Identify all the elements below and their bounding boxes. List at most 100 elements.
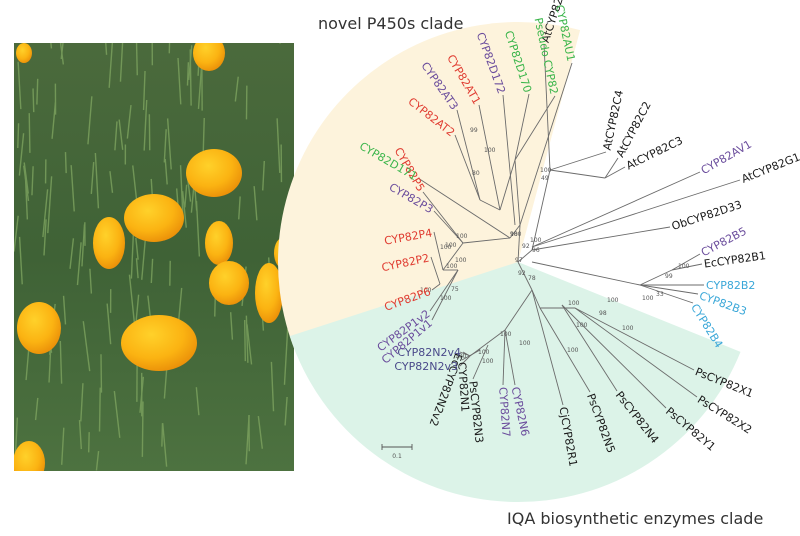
foliage-stem [17,61,22,110]
foliage-stem [143,99,148,151]
foliage-stem [253,186,258,221]
foliage-stem [283,328,289,385]
tree-branch [549,151,607,171]
internal-branch [509,224,521,239]
foliage-stem [128,274,136,331]
foliage-stem [80,383,84,422]
internal-branch [549,169,606,179]
tree-branch [459,355,471,367]
foliage-stem [64,152,67,174]
foliage-stem [189,49,192,106]
foliage-stem [81,224,86,267]
tree-branch [639,284,694,304]
internal-branch [639,269,673,286]
bootstrap-value: 100 [455,353,467,360]
internal-branch [504,289,533,331]
leaf-label: ObCYP82D33 [670,198,743,233]
bootstrap-value: 100 [678,263,690,270]
tree-branch [431,269,459,321]
bootstrap-value: 100 [446,263,458,270]
foliage-stem [42,189,49,238]
foliage-stem [87,96,93,145]
bootstrap-value: 99 [665,273,673,280]
foliage-stem [132,165,138,205]
bootstrap-value: 92 [518,270,526,277]
foliage-stem [243,320,247,362]
bootstrap-value: 80 [472,170,480,177]
bootstrap-value: 100 [568,300,580,307]
foliage-stem [118,119,124,150]
bootstrap-value: 49 [541,175,549,182]
tree-branch [456,109,481,201]
foliage-stem [106,303,112,345]
foliage-stem [70,165,75,212]
bootstrap-value: 96 [532,247,540,254]
tree-branch [639,284,699,295]
internal-branch [514,159,521,226]
bootstrap-value: 100 [540,167,552,174]
foliage-stem [257,415,264,449]
tree-branch [502,94,516,226]
internal-branch [531,289,541,309]
tree-branch [671,253,701,271]
foliage-stem [47,176,53,234]
leaf-label: PsCYP82N3 [466,380,485,443]
foliage-stem [234,76,239,102]
foliage-stem [14,215,19,252]
tree-branch [561,304,667,409]
foliage-stem [195,387,200,416]
poppy-flower [16,43,32,63]
foliage-stem [229,312,234,340]
foliage-stem [76,242,82,286]
foliage-stem [43,219,47,256]
leaf-label: PsCYP82X2 [695,393,754,437]
internal-branch [462,237,511,244]
foliage-stem [23,165,30,202]
foliage-stem [161,423,168,467]
poppy-flower [17,302,61,354]
poppy-flower [209,261,249,305]
tree-branch [502,329,506,386]
internal-branch [531,169,551,251]
poppy-flower [14,441,45,471]
poppy-flower [193,43,225,71]
internal-branch [442,242,464,271]
foliage-stem [23,162,29,194]
bootstrap-value: 78 [528,275,536,282]
bootstrap-value: 100 [510,231,522,238]
tree-branch [478,104,501,211]
foliage-stem [61,427,65,465]
bootstrap-value: 100 [607,297,619,304]
leaf-label: CYP82N7 [496,387,512,438]
tree-branch [574,307,698,398]
foliage-stem [164,159,168,185]
foliage-stem [246,324,253,365]
bootstrap-value: 100 [642,295,654,302]
foliage-stem [90,162,95,194]
foliage-stem [82,321,91,372]
tree-branch [431,283,441,291]
foliage-stem [28,113,31,153]
internal-branch [479,199,501,211]
foliage-stem [130,232,135,279]
foliage-stem [31,166,34,196]
novel-clade-sector [278,21,581,356]
foliage-stem [184,184,188,208]
tree-branch [604,157,619,179]
iqa-clade-sector [289,262,741,503]
bootstrap-value: 100 [445,242,457,249]
internal-branch [517,224,521,263]
tree-branch [531,171,701,248]
foliage-stem [135,258,139,279]
foliage-stem [34,397,39,421]
tree-branch [454,134,481,201]
tree-branch [514,93,530,161]
bootstrap-value: 100 [576,322,588,329]
internal-branch [499,159,516,211]
foliage-stem [17,123,20,149]
foliage-stem [168,43,171,54]
tree-branch [671,263,703,271]
tree-branch [514,95,556,161]
tree-branch [539,307,591,393]
